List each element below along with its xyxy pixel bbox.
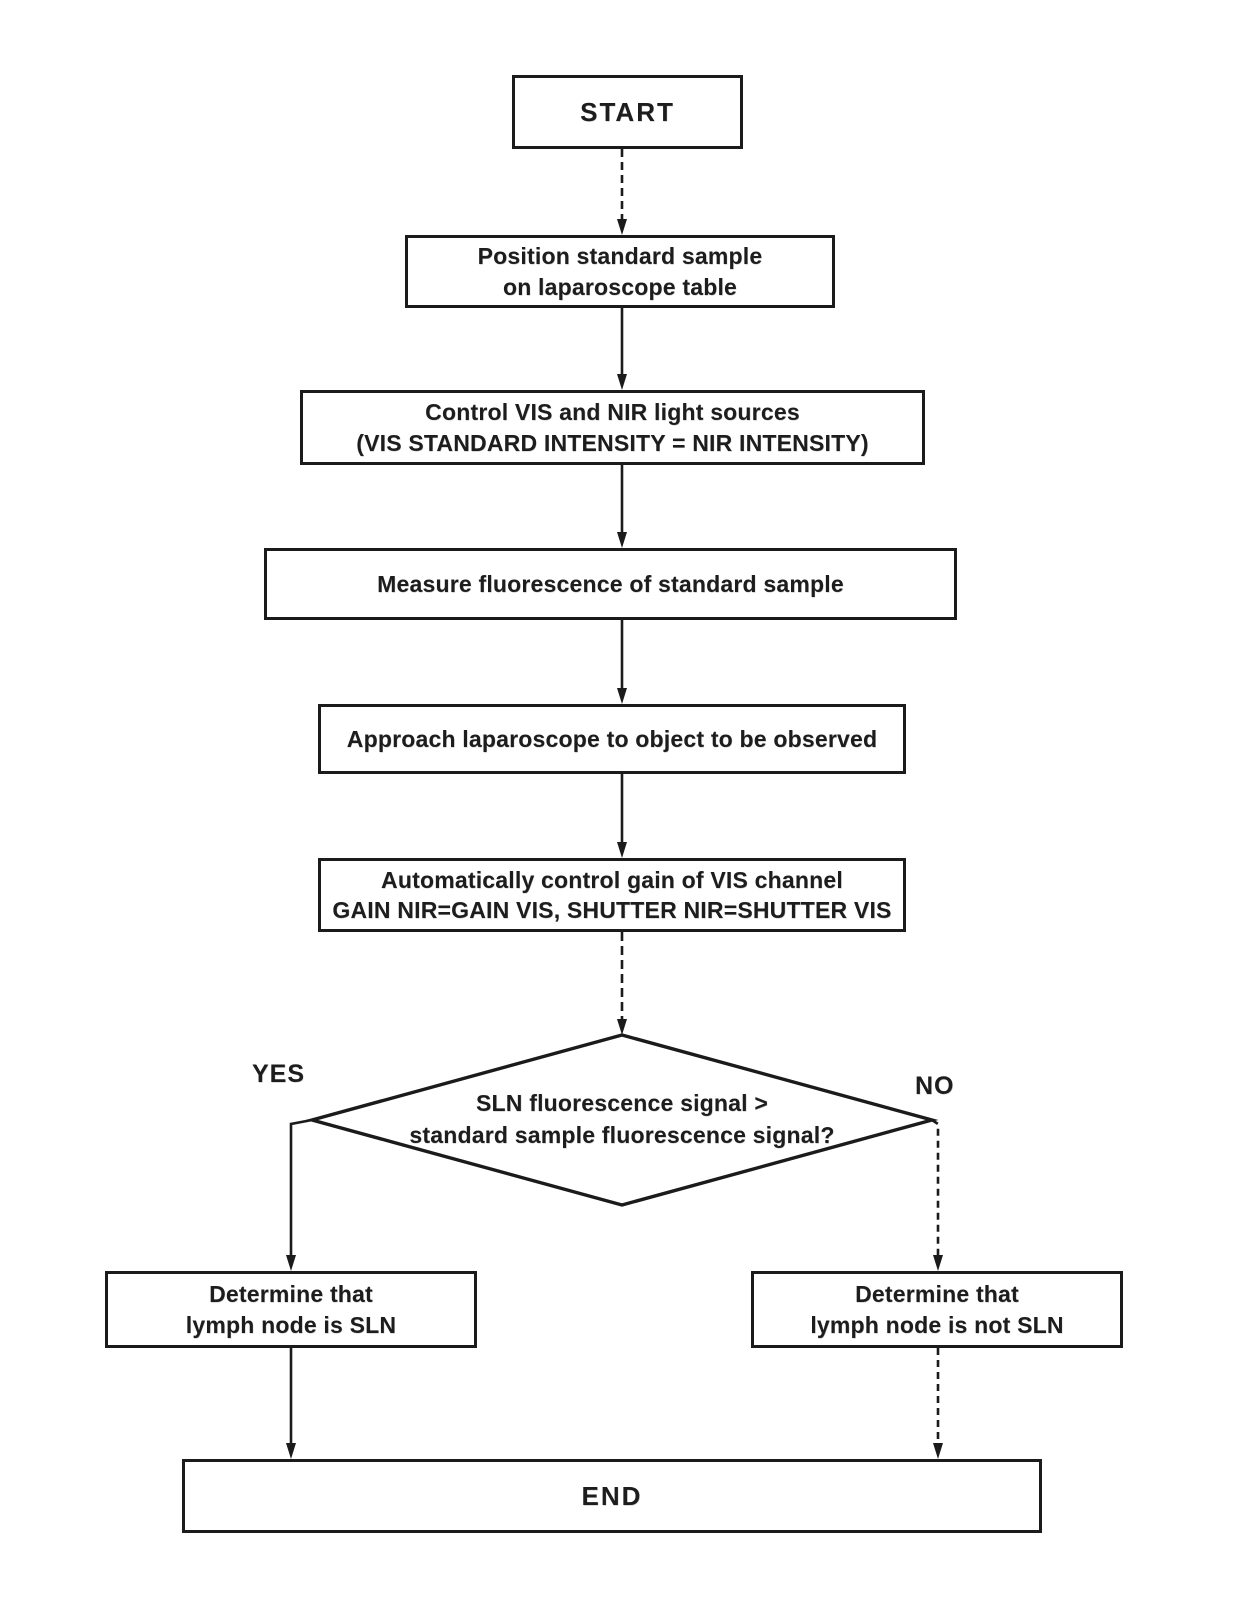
result-not-sln-line2: lymph node is not SLN	[810, 1311, 1064, 1338]
step-measure-label: Measure fluorescence of standard sample	[377, 570, 844, 597]
step-position-sample: Position standard sample on laparoscope …	[405, 235, 835, 308]
arrowhead	[617, 532, 627, 548]
decision-diamond	[305, 1033, 939, 1207]
result-is-sln: Determine that lymph node is SLN	[105, 1271, 477, 1348]
step-auto-gain: Automatically control gain of VIS channe…	[318, 858, 906, 932]
arrowhead	[933, 1255, 943, 1271]
start-label: START	[580, 96, 675, 127]
yes-branch-label: YES	[252, 1060, 305, 1089]
step-auto-gain-line2: GAIN NIR=GAIN VIS, SHUTTER NIR=SHUTTER V…	[332, 897, 892, 923]
yes-label-text: YES	[252, 1060, 306, 1088]
decision-text: SLN fluorescence signal > standard sampl…	[322, 1070, 922, 1170]
result-not-sln: Determine that lymph node is not SLN	[751, 1271, 1123, 1348]
arrow-no-branch	[931, 1118, 940, 1258]
result-is-sln-line2: lymph node is SLN	[185, 1311, 397, 1338]
decision-line1: SLN fluorescence signal >	[476, 1090, 768, 1117]
end-label: END	[581, 1480, 643, 1511]
arrowhead	[617, 688, 627, 704]
step-approach-label: Approach laparoscope to object to be obs…	[346, 725, 878, 752]
step-control-line1: Control VIS and NIR light sources	[425, 399, 800, 426]
decision-line2: standard sample fluorescence signal?	[409, 1122, 835, 1148]
result-not-sln-line1: Determine that	[855, 1281, 1019, 1308]
arrowhead	[933, 1443, 943, 1459]
arrow-yes-branch	[289, 1118, 313, 1258]
step-auto-gain-line1: Automatically control gain of VIS channe…	[381, 866, 843, 893]
result-is-sln-line1: Determine that	[209, 1281, 373, 1308]
step-control-line2: (VIS STANDARD INTENSITY = NIR INTENSITY)	[356, 429, 869, 456]
arrowhead	[617, 374, 627, 390]
start-node: START	[512, 75, 743, 149]
no-branch-label: NO	[915, 1072, 955, 1101]
step-measure-fluorescence: Measure fluorescence of standard sample	[264, 548, 957, 620]
arrowhead	[617, 842, 627, 858]
end-node: END	[182, 1459, 1042, 1533]
arrowhead	[286, 1443, 296, 1459]
step-control-light-sources: Control VIS and NIR light sources (VIS S…	[300, 390, 925, 465]
step-position-line1: Position standard sample	[477, 243, 763, 270]
step-position-line2: on laparoscope table	[502, 273, 738, 300]
arrowhead	[617, 219, 627, 235]
no-label-text: NO	[915, 1072, 955, 1100]
step-approach-laparoscope: Approach laparoscope to object to be obs…	[318, 704, 906, 774]
arrowhead	[286, 1255, 296, 1271]
arrowhead	[617, 1019, 627, 1035]
